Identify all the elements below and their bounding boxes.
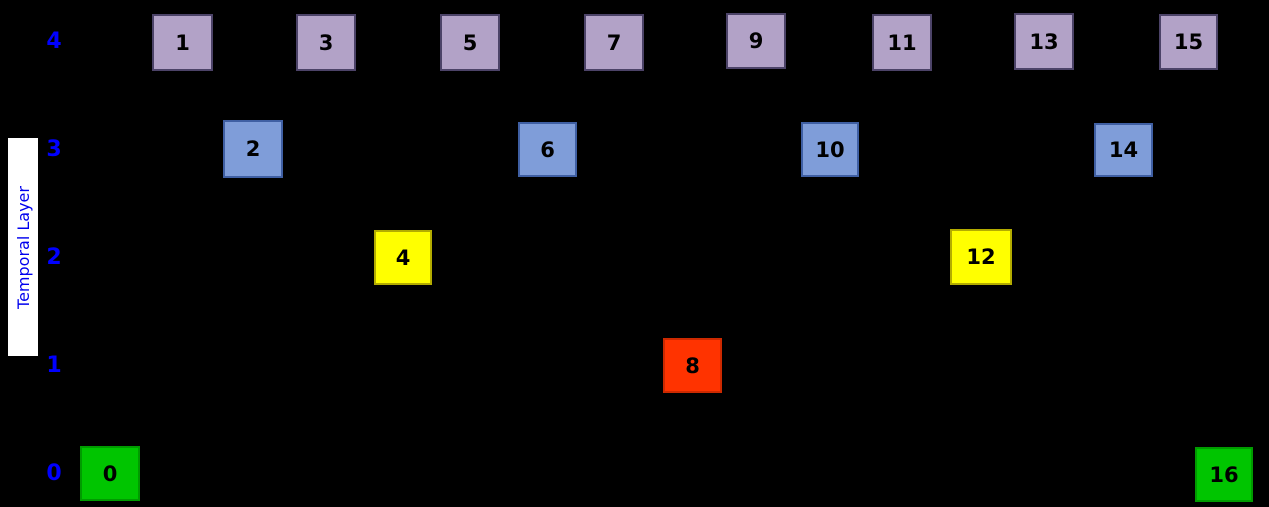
- frame-number: 13: [1029, 29, 1059, 54]
- frame-number: 5: [462, 30, 478, 55]
- frame-number: 2: [245, 137, 261, 161]
- frame-number: 10: [815, 137, 845, 162]
- frame-box-9: 9: [726, 13, 786, 69]
- frame-box-8: 8: [663, 338, 722, 393]
- frame-number: 6: [540, 137, 555, 162]
- frame-number: 14: [1108, 138, 1139, 162]
- frame-box-14: 14: [1094, 123, 1153, 177]
- y-axis-label-strip: Temporal Layer: [8, 138, 38, 356]
- y-axis-tick-0: 0: [46, 461, 62, 486]
- y-axis-tick-4: 4: [46, 29, 62, 54]
- frame-box-0: 0: [80, 446, 140, 501]
- frame-box-1: 1: [152, 14, 213, 71]
- frame-number: 4: [395, 245, 411, 270]
- frame-number: 7: [606, 30, 622, 55]
- frame-number: 1: [175, 30, 190, 55]
- y-axis-tick-1: 1: [46, 353, 62, 378]
- frame-box-6: 6: [518, 122, 577, 177]
- frame-number: 8: [685, 353, 700, 378]
- frame-number: 11: [887, 30, 917, 55]
- y-axis-title: Temporal Layer: [13, 185, 33, 309]
- frame-number: 9: [748, 29, 764, 53]
- frame-number: 0: [102, 461, 118, 486]
- frame-number: 15: [1173, 30, 1204, 54]
- frame-box-2: 2: [223, 120, 283, 178]
- frame-box-11: 11: [872, 14, 932, 71]
- frame-box-7: 7: [584, 14, 644, 71]
- frame-box-4: 4: [374, 230, 432, 285]
- y-axis-tick-2: 2: [46, 245, 62, 270]
- frame-box-13: 13: [1014, 13, 1074, 70]
- frame-box-12: 12: [950, 229, 1012, 285]
- y-axis-tick-3: 3: [46, 137, 62, 162]
- frame-number: 3: [318, 30, 334, 55]
- frame-number: 16: [1209, 462, 1239, 487]
- frame-box-10: 10: [801, 122, 859, 177]
- frame-box-3: 3: [296, 14, 356, 71]
- frame-box-15: 15: [1159, 14, 1218, 70]
- frame-box-5: 5: [440, 14, 500, 71]
- frame-number: 12: [966, 245, 996, 269]
- frame-box-16: 16: [1195, 447, 1253, 502]
